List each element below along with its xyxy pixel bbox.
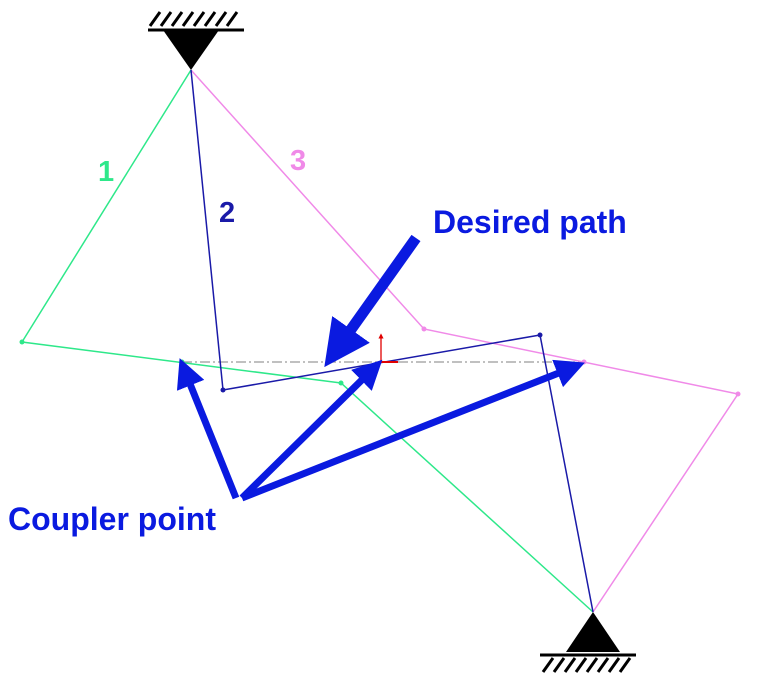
annotation-arrows	[176, 234, 585, 502]
desired-path-annotation: Desired path	[433, 204, 627, 240]
bottom-ground-support	[540, 612, 636, 673]
coupler-arrow-middle	[239, 359, 383, 501]
coupler-arrow-left	[176, 358, 240, 500]
origin-axes-icon	[378, 333, 398, 363]
link-1-label: 1	[98, 156, 114, 188]
linkage-3	[190, 69, 740, 613]
coupler-point-annotation: Coupler point	[8, 501, 216, 537]
linkage-2	[190, 69, 594, 613]
top-ground-support	[148, 11, 244, 70]
link-3-label: 3	[290, 145, 306, 177]
desired-path-arrow	[324, 234, 421, 368]
link-2-label: 2	[219, 197, 235, 229]
coupler-arrow-right	[240, 359, 585, 502]
